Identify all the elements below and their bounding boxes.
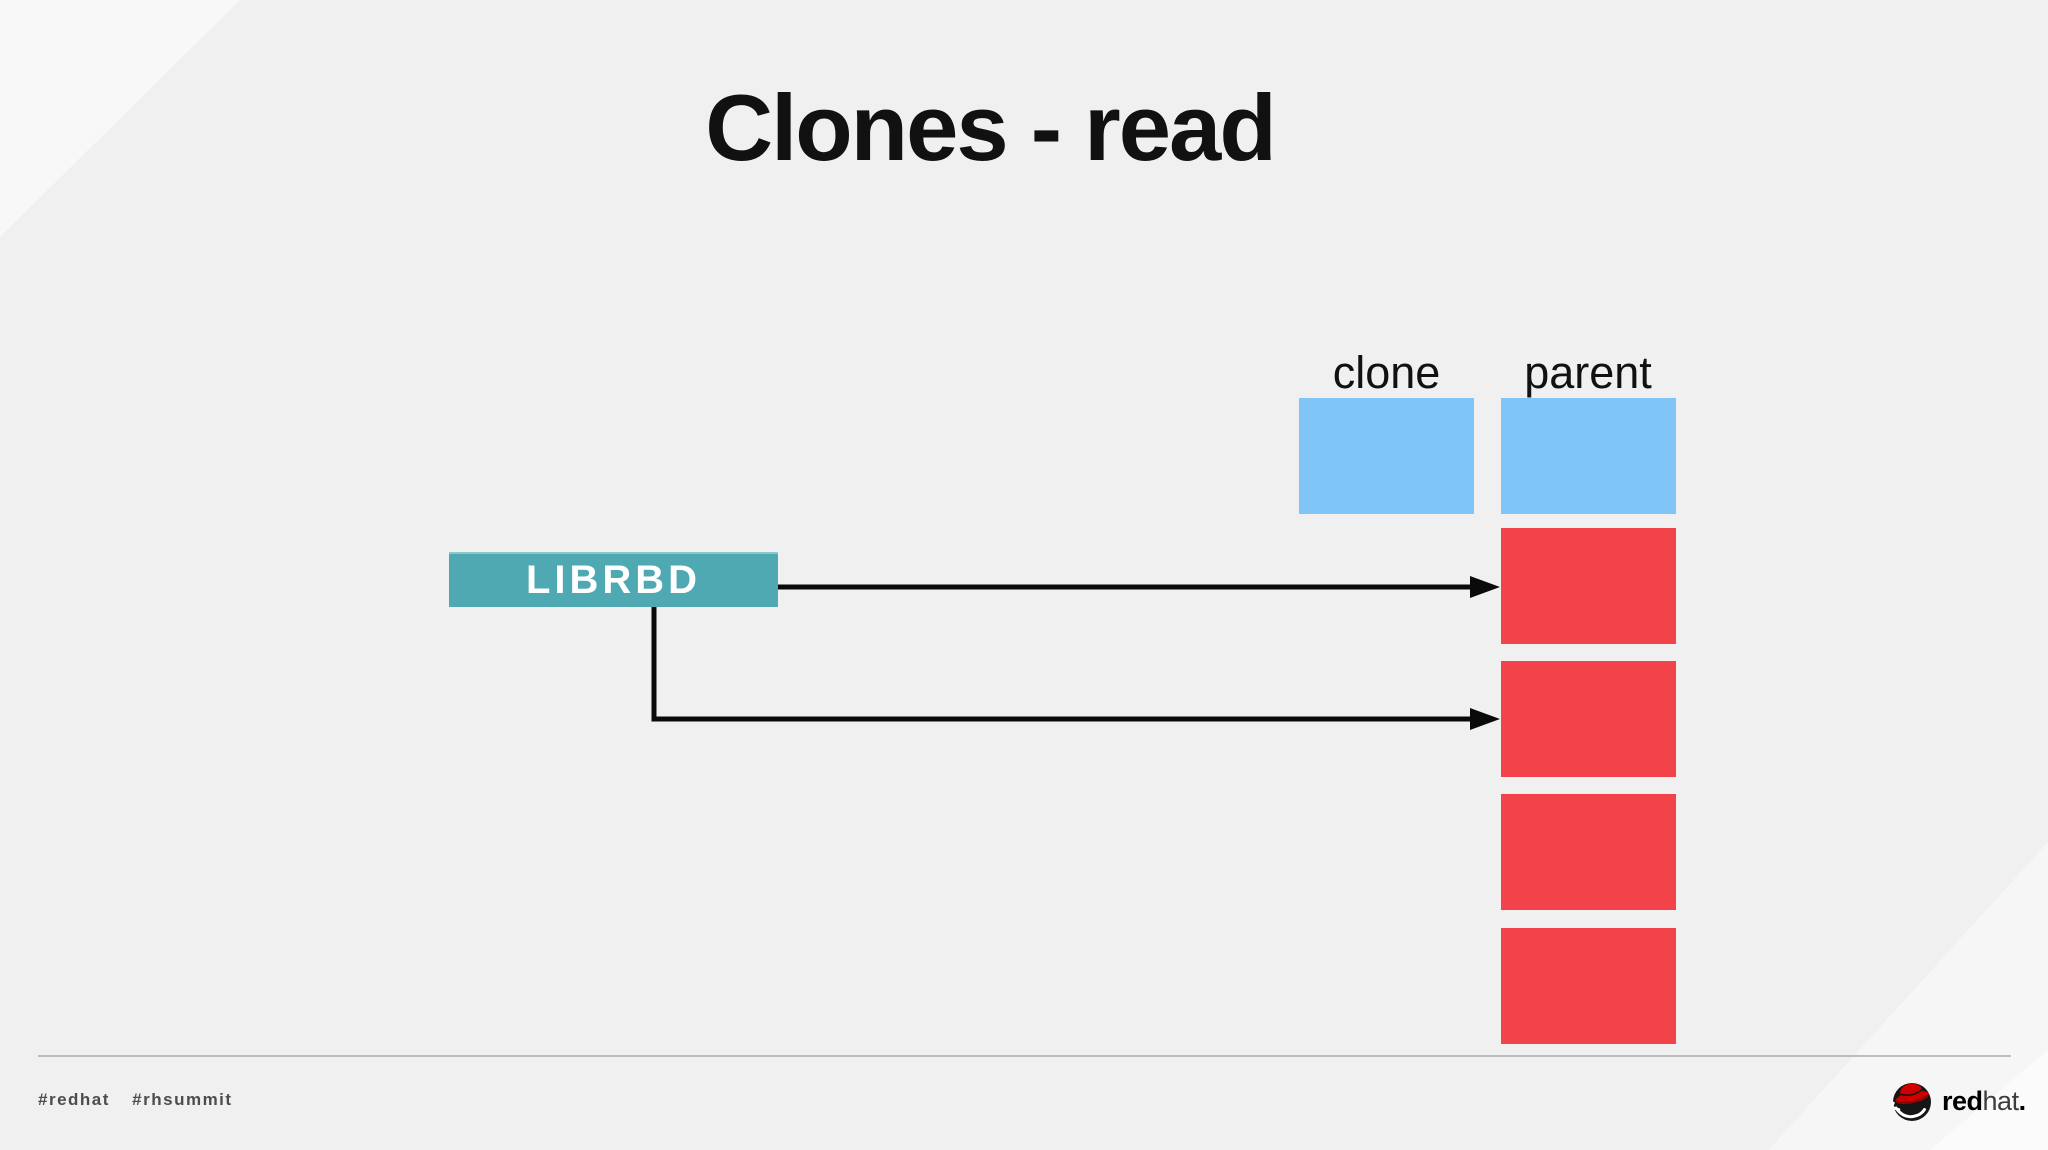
parent-block-1 — [1501, 398, 1676, 514]
clone-column-label: clone — [1332, 347, 1441, 398]
parent-block-3 — [1501, 661, 1676, 777]
librbd-label: LIBRBD — [525, 558, 702, 602]
wordmark-dot: . — [2018, 1085, 2027, 1116]
redhat-wordmark: redhat. — [1942, 1086, 2026, 1117]
librbd-box: LIBRBD — [449, 552, 778, 607]
wordmark-hat: hat — [1982, 1085, 2020, 1116]
parent-column-label: parent — [1524, 347, 1652, 398]
footer-hashtags: #redhat #rhsummit — [38, 1090, 233, 1110]
parent-block-4 — [1501, 794, 1676, 910]
redhat-shadowman-icon — [1891, 1083, 1931, 1121]
slide-title: Clones - read — [705, 75, 1277, 180]
redhat-logo: redhat. — [1889, 1079, 2026, 1123]
footer-divider — [38, 1055, 2011, 1057]
parent-block-2 — [1501, 528, 1676, 644]
wordmark-red: red — [1942, 1085, 1983, 1116]
arrow-librbd-to-parent-block-3 — [651, 607, 1500, 730]
clone-block-1 — [1299, 398, 1474, 514]
parent-block-5 — [1501, 928, 1676, 1044]
hashtag-rhsummit: #rhsummit — [132, 1090, 233, 1109]
arrow-librbd-to-parent-block-2 — [778, 576, 1500, 598]
hashtag-redhat: #redhat — [38, 1090, 110, 1109]
